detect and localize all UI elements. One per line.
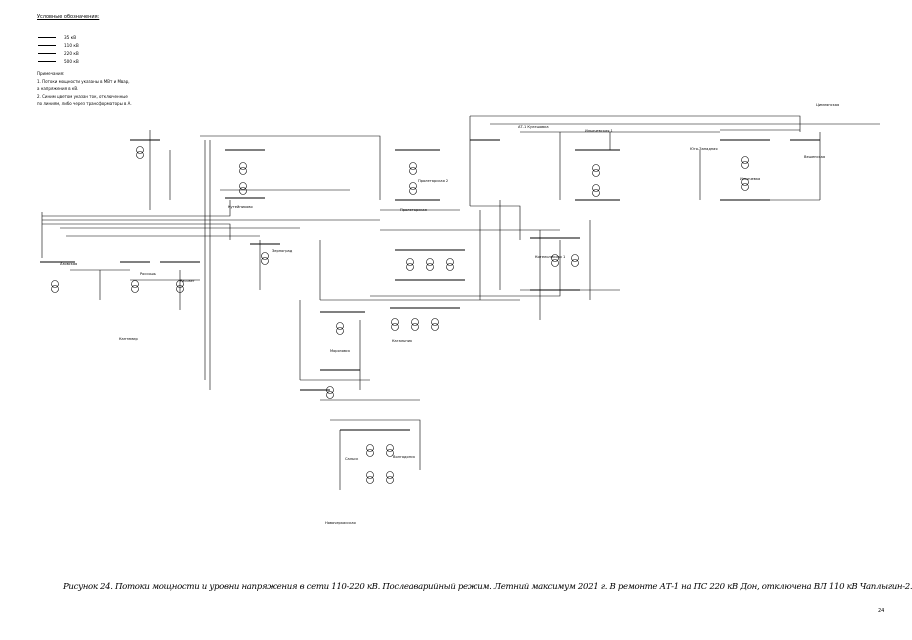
legend-label-35kv: 35 кВ [64,35,77,40]
substation-label-s13: Сальск [345,457,359,461]
legend-line-35kv [38,37,56,38]
notes-line-4: по линиям, либо через трансформаторы в А… [37,101,132,106]
notes-line-2: а напряжения в кВ. [37,86,79,91]
substation-label-s20: Новочеркасская [325,521,356,525]
substation-labels: Кутейниково Азовская Пролетарская Пролет… [60,103,839,525]
substation-label-s1: Кутейниково [228,205,253,209]
substation-label-s6: Ильичевская 1 [585,129,613,133]
substation-label-s5: АТ-1 Кулешовка [518,125,549,129]
legend-label-110kv: 110 кВ [64,43,79,48]
substation-label-s19: Волгодонск [393,455,416,459]
substation-label-s8: Зерноград [272,249,293,253]
figure-caption: Рисунок 24. Потоки мощности и уровни нап… [63,582,912,592]
substation-label-s2: Азовская [60,262,77,266]
legend-line-500kv [38,61,56,62]
page-number: 24 [878,608,885,614]
substation-label-s4: Пролетарская 2 [418,179,448,183]
legend-item-220kv: 220 кВ [38,50,79,57]
notes-title: Примечания: [37,71,65,76]
legend-label-500kv: 500 кВ [64,59,79,64]
power-lines [41,115,880,490]
substation-label-s15: Рассвет [180,279,195,283]
substation-label-s12: Морозовск [330,349,351,353]
notes-block: Примечания: 1. Потоки мощности указаны в… [37,70,132,108]
substation-label-s18: Кагальник [392,339,413,343]
transformers [51,146,749,484]
substation-label-s3: Пролетарская [400,208,427,212]
legend-item-35kv: 35 кВ [38,34,76,41]
legend-line-110kv [38,45,56,46]
notes-line-3: 2. Синим цветом указан ток, отключенные [37,93,128,99]
legend-title: Условные обозначения: [37,14,100,20]
substation-label-s11: Цимлянская [816,103,839,107]
substation-label-s7: Котельниково 1 [535,255,565,259]
substation-label-s9: Юго-Западная [690,147,718,151]
legend-line-220kv [38,53,56,54]
substation-label-s14: Россошь [140,272,156,276]
substation-label-s16: Кантемир [119,337,138,341]
notes-line-1: 1. Потоки мощности указаны в МВт и Мвар, [37,78,130,84]
legend-item-110kv: 110 кВ [38,42,79,49]
substation-label-s10: Вешенская [804,155,825,159]
substation-label-s17: Ильичевка [740,177,760,181]
legend-label-220kv: 220 кВ [64,51,79,56]
legend-item-500kv: 500 кВ [38,58,79,65]
bus-bars [40,139,820,431]
